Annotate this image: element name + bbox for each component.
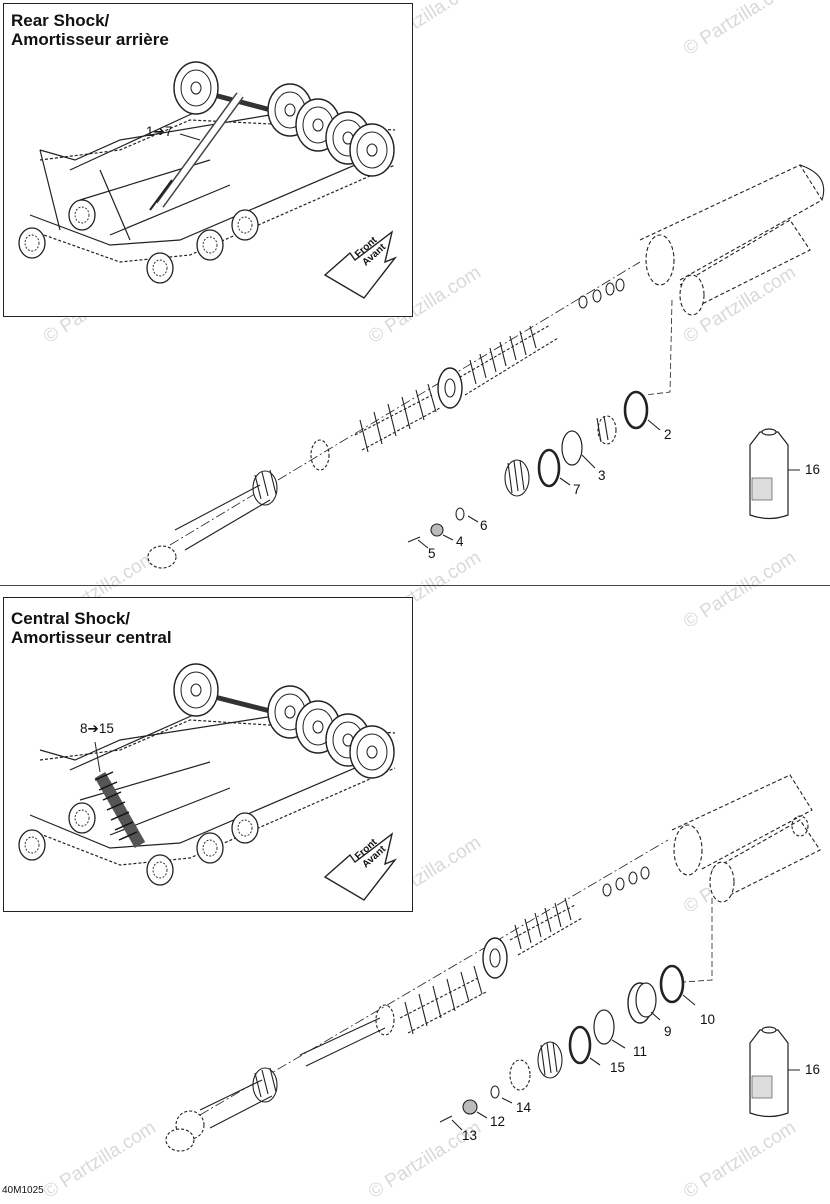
shock-oil-bottle-icon	[749, 1026, 789, 1118]
callout-6: 6	[480, 518, 488, 533]
callout-4: 4	[456, 534, 464, 549]
central-shock-title-line2: Amortisseur central	[11, 628, 172, 647]
callout-3: 3	[598, 468, 606, 483]
callout-10: 10	[700, 1012, 716, 1027]
central-shock-title: Central Shock/ Amortisseur central	[11, 609, 172, 647]
front-arrow-icon	[323, 230, 398, 299]
callout-7: 7	[573, 482, 581, 497]
diagram-code: 40M1025	[2, 1185, 44, 1196]
callout-12: 12	[490, 1114, 506, 1129]
rear-shock-exploded-view	[147, 164, 825, 569]
central-range-label: 8➔15	[80, 721, 114, 736]
callout-16: 16	[805, 462, 821, 477]
rear-shock-title: Rear Shock/ Amortisseur arrière	[11, 11, 169, 49]
rear-range-label: 1➔7	[146, 124, 173, 139]
rear-shock-title-line2: Amortisseur arrière	[11, 30, 169, 49]
rear-suspension-illustration	[18, 61, 396, 284]
callout-13: 13	[462, 1128, 478, 1143]
callout-2: 2	[664, 427, 672, 442]
front-arrow-icon	[323, 832, 398, 901]
callout-16: 16	[805, 1062, 821, 1077]
callout-11: 11	[633, 1044, 648, 1059]
callout-15: 15	[610, 1060, 626, 1075]
central-shock-title-line1: Central Shock/	[11, 609, 131, 628]
callout-5: 5	[428, 546, 436, 561]
callout-14: 14	[516, 1100, 532, 1115]
rear-shock-title-line1: Rear Shock/	[11, 11, 110, 30]
callout-9: 9	[664, 1024, 672, 1039]
central-suspension-illustration	[18, 663, 396, 886]
shock-oil-bottle-icon	[749, 428, 789, 520]
section-divider	[0, 585, 830, 586]
central-shock-exploded-view	[165, 774, 821, 1152]
